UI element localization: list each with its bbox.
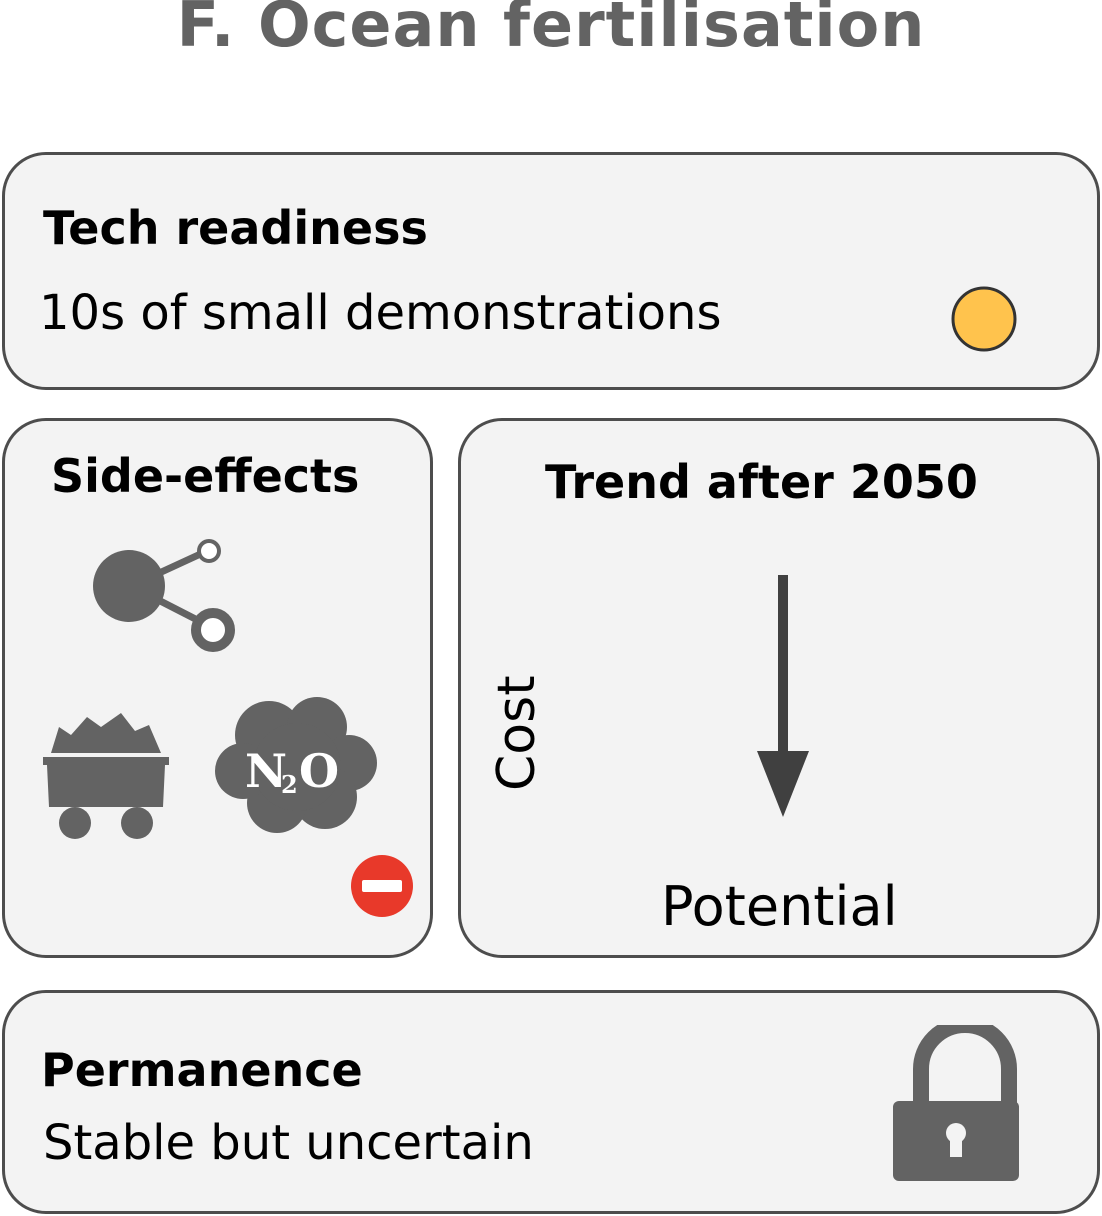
trend-y-label: Cost — [487, 675, 547, 791]
unlocked-padlock-icon — [893, 1025, 1019, 1181]
tech-readiness-description: 10s of small demonstrations — [39, 285, 722, 341]
tech-readiness-panel: Tech readiness 10s of small demonstratio… — [2, 152, 1100, 390]
mining-cart-icon — [43, 713, 169, 839]
n2o-label-n: N — [245, 744, 287, 798]
trend-down-arrow-icon — [757, 575, 809, 817]
permanence-heading: Permanence — [41, 1043, 363, 1097]
permanence-panel: Permanence Stable but uncertain — [2, 990, 1100, 1214]
page-title: F. Ocean fertilisation — [176, 0, 926, 61]
n2o-label-sub: 2 — [281, 770, 298, 799]
n2o-label-o: O — [299, 744, 339, 798]
n2o-cloud-icon: N 2 O — [215, 697, 377, 833]
side-effects-panel: Side-effects N 2 O — [2, 418, 433, 958]
readiness-indicator-icon — [951, 286, 1017, 352]
trend-panel: Trend after 2050 Cost Potential — [458, 418, 1100, 958]
tech-readiness-heading: Tech readiness — [43, 201, 428, 255]
permanence-description: Stable but uncertain — [43, 1115, 534, 1171]
negative-sign-icon — [351, 855, 413, 917]
trend-x-label: Potential — [661, 875, 898, 938]
side-effects-heading: Side-effects — [51, 449, 360, 503]
nutrient-network-icon — [93, 539, 235, 652]
trend-heading: Trend after 2050 — [545, 455, 978, 509]
